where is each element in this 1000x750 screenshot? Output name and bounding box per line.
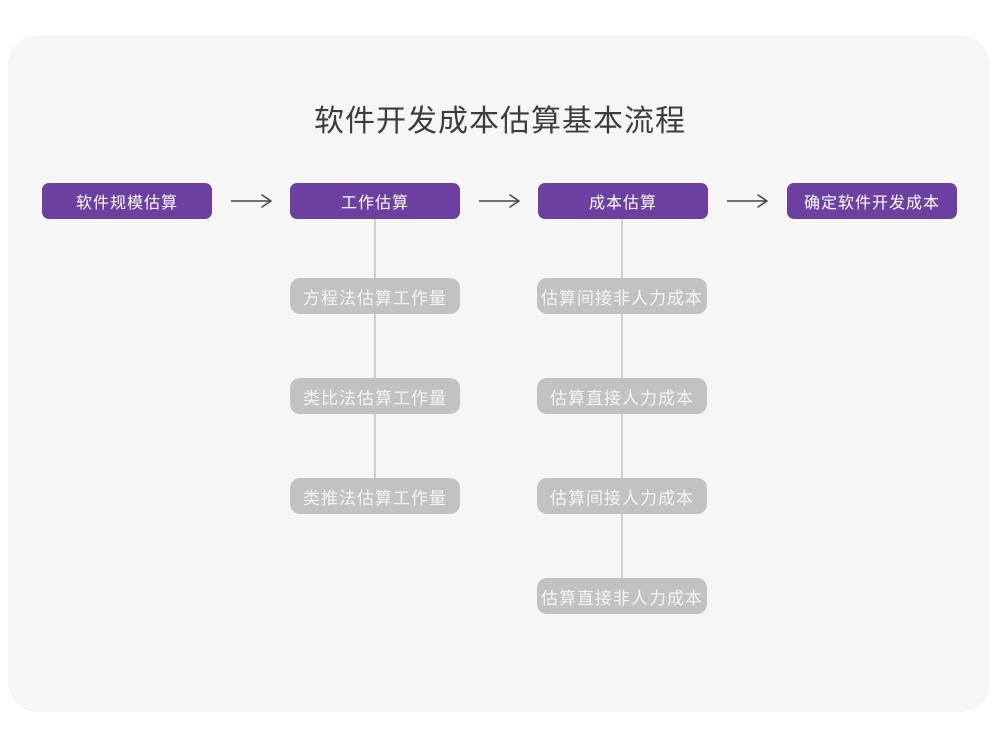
sub-step-extrapolation-method: 类推法估算工作量 [290,478,460,514]
flow-node-label: 成本估算 [588,195,657,212]
sub-step-analogy-method: 类比法估算工作量 [290,378,460,414]
sub-step-label: 估算直接人力成本 [550,388,694,408]
flow-node-work-estimation: 工作估算 [290,183,460,219]
sub-step-label: 方程法估算工作量 [303,288,447,308]
flow-node-label: 工作估算 [340,195,409,212]
sub-step-label: 类比法估算工作量 [303,388,447,408]
right-arrow-icon [726,193,770,209]
flow-node-determine-cost: 确定软件开发成本 [787,183,957,219]
flow-node-label: 确定软件开发成本 [803,195,940,212]
sub-step-indirect-nonlabor-cost: 估算间接非人力成本 [537,278,707,314]
sub-step-label: 估算间接非人力成本 [541,288,703,308]
flow-node-cost-estimation: 成本估算 [538,183,708,219]
right-arrow-icon [230,193,274,209]
sub-step-label: 估算直接非人力成本 [541,588,703,608]
sub-step-equation-method: 方程法估算工作量 [290,278,460,314]
flowchart-card [8,35,990,712]
sub-step-direct-labor-cost: 估算直接人力成本 [537,378,707,414]
connector-line-work-estimation [374,219,376,494]
flow-node-software-scale-estimation: 软件规模估算 [42,183,212,219]
sub-step-label: 类推法估算工作量 [303,488,447,508]
sub-step-indirect-labor-cost: 估算间接人力成本 [537,478,707,514]
flow-node-label: 软件规模估算 [75,195,178,212]
diagram-title: 软件开发成本估算基本流程 [314,105,686,138]
right-arrow-icon [478,193,522,209]
sub-step-direct-nonlabor-cost: 估算直接非人力成本 [537,578,707,614]
sub-step-label: 估算间接人力成本 [550,488,694,508]
